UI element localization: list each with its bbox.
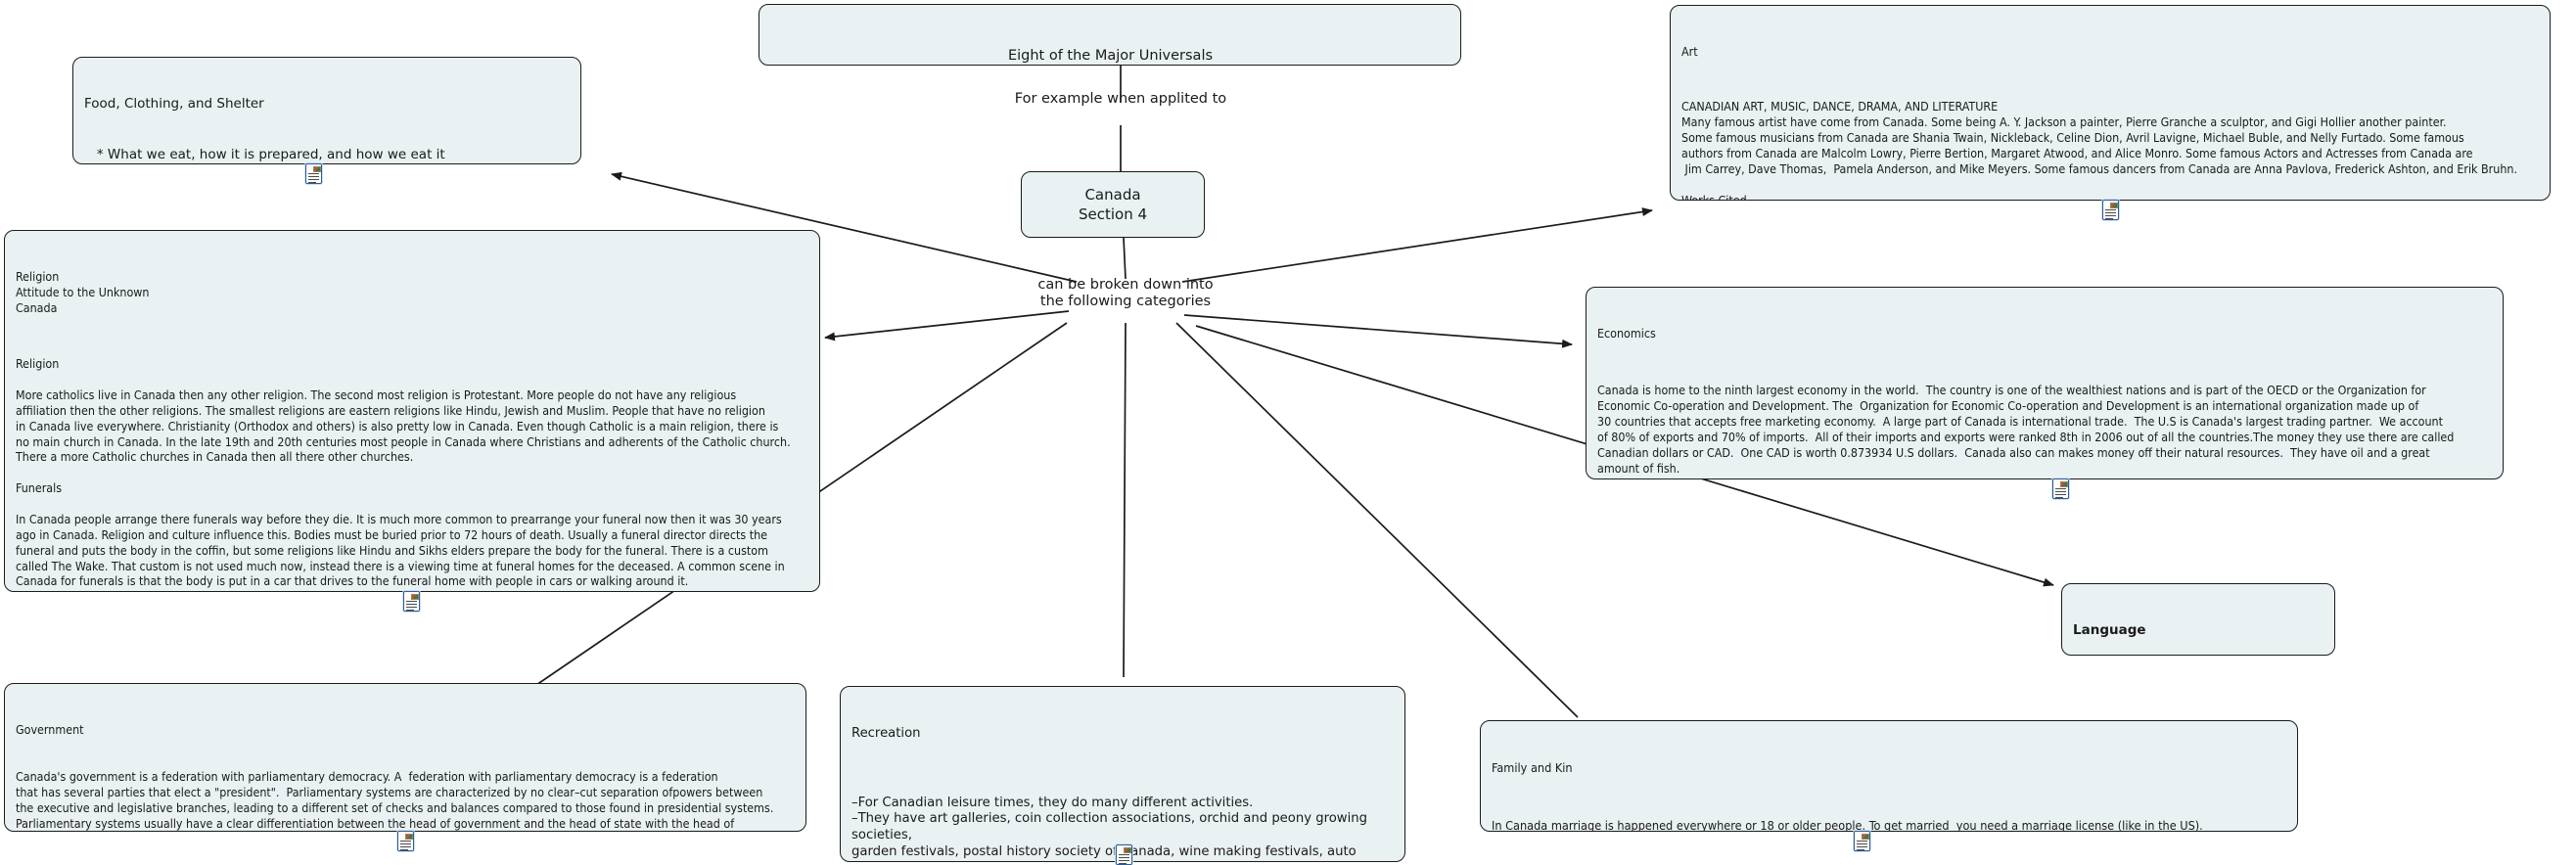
node-title: Religion Attitude to the Unknown Canada xyxy=(16,268,150,315)
node-body: In Canada marriage is happened everywher… xyxy=(1492,817,2203,832)
edge-to-family xyxy=(1175,322,1579,718)
node-religion[interactable]: Religion Attitude to the Unknown Canada … xyxy=(4,230,820,592)
node-body: Canada is home to the ninth largest econ… xyxy=(1597,383,2455,476)
node-body: CANADIAN ART, MUSIC, DANCE, DRAMA, AND L… xyxy=(1681,99,2518,201)
document-attachment-icon[interactable] xyxy=(2052,478,2069,499)
node-body: –For Canadian leisure times, they do man… xyxy=(851,795,1367,861)
node-title: Language xyxy=(2073,622,2146,639)
edge-label-applied-to: For example when applited to xyxy=(1014,91,1227,107)
node-title: Economics xyxy=(1597,326,1656,341)
node-body: * What we eat, how it is prepared, and h… xyxy=(96,147,518,163)
edge-to-art xyxy=(1181,207,1653,283)
document-attachment-icon[interactable] xyxy=(1854,831,1870,851)
node-title: Canada Section 4 xyxy=(1078,185,1148,223)
edge-to-recreation xyxy=(1123,322,1127,678)
node-family-and-kin[interactable]: Family and Kin In Canada marriage is hap… xyxy=(1480,720,2298,832)
node-economics[interactable]: Economics Canada is home to the ninth la… xyxy=(1586,287,2504,479)
edge-to-religion xyxy=(824,310,1070,341)
node-art[interactable]: Art CANADIAN ART, MUSIC, DANCE, DRAMA, A… xyxy=(1670,5,2551,201)
node-title: Family and Kin xyxy=(1492,759,1573,775)
node-food-clothing-shelter[interactable]: Food, Clothing, and Shelter * What we ea… xyxy=(72,57,581,164)
node-title: Food, Clothing, and Shelter xyxy=(84,96,264,113)
node-body: Canada's government is a federation with… xyxy=(16,769,774,831)
document-attachment-icon[interactable] xyxy=(403,591,420,612)
node-title: Art xyxy=(1681,43,1698,59)
document-attachment-icon[interactable] xyxy=(2102,200,2119,220)
node-language[interactable]: Language * Representation * Assigns mean… xyxy=(2061,583,2335,656)
node-government[interactable]: Government Canada's government is a fede… xyxy=(4,683,806,832)
node-title: Recreation xyxy=(851,726,921,742)
node-eight-major-universals[interactable]: Eight of the Major Universals Culture – … xyxy=(759,4,1461,66)
document-attachment-icon[interactable] xyxy=(397,831,414,851)
node-title: Government xyxy=(16,722,84,737)
edge-center-to-categories xyxy=(1123,237,1127,280)
document-attachment-icon[interactable] xyxy=(305,163,322,184)
document-attachment-icon[interactable] xyxy=(1116,844,1132,865)
node-title: Eight of the Major Universals xyxy=(1007,48,1214,65)
edge-to-economics xyxy=(1183,314,1573,348)
node-canada-section-4[interactable]: Canada Section 4 xyxy=(1021,171,1205,238)
edge-label-categories: can be broken down into the following ca… xyxy=(1037,277,1214,310)
node-body: Religion More catholics live in Canada t… xyxy=(16,356,791,589)
node-recreation[interactable]: Recreation –For Canadian leisure times, … xyxy=(840,686,1405,862)
